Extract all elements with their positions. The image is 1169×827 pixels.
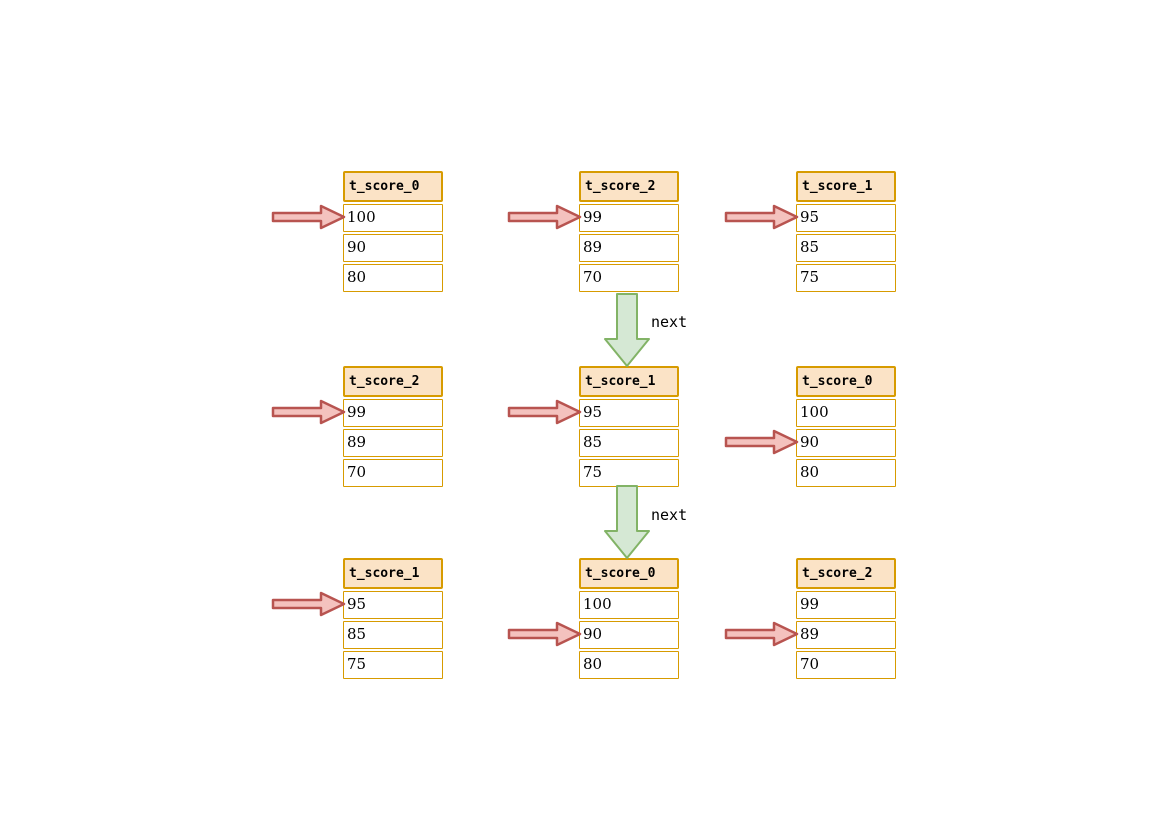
table-cell: 85 xyxy=(343,621,443,649)
table-title: t_score_1 xyxy=(579,366,679,397)
table-cell: 89 xyxy=(796,621,896,649)
table-cell: 100 xyxy=(343,204,443,232)
table-cell: 80 xyxy=(343,264,443,292)
table-r3c3-t_score_2: t_score_2 99 89 70 xyxy=(796,558,896,681)
table-cell: 75 xyxy=(796,264,896,292)
table-title: t_score_2 xyxy=(343,366,443,397)
table-r3c2-t_score_0: t_score_0 100 90 80 xyxy=(579,558,679,681)
table-title: t_score_2 xyxy=(796,558,896,589)
table-cell: 70 xyxy=(579,264,679,292)
table-cell: 70 xyxy=(796,651,896,679)
table-cell: 95 xyxy=(579,399,679,427)
table-cell: 100 xyxy=(796,399,896,427)
table-r1c1-t_score_0: t_score_0 100 90 80 xyxy=(343,171,443,294)
next-label: next xyxy=(651,313,688,331)
table-cell: 95 xyxy=(343,591,443,619)
table-cell: 99 xyxy=(796,591,896,619)
table-r2c2-t_score_1: t_score_1 95 85 75 xyxy=(579,366,679,489)
table-cell: 90 xyxy=(343,234,443,262)
table-cell: 75 xyxy=(343,651,443,679)
row-pointer-arrow-icon xyxy=(724,429,799,455)
row-pointer-arrow-icon xyxy=(724,204,799,230)
table-title: t_score_0 xyxy=(343,171,443,202)
table-cell: 95 xyxy=(796,204,896,232)
table-r1c3-t_score_1: t_score_1 95 85 75 xyxy=(796,171,896,294)
row-pointer-arrow-icon xyxy=(724,621,799,647)
table-cell: 75 xyxy=(579,459,679,487)
row-pointer-arrow-icon xyxy=(271,591,346,617)
table-r2c1-t_score_2: t_score_2 99 89 70 xyxy=(343,366,443,489)
table-cell: 99 xyxy=(579,204,679,232)
next-arrow-icon xyxy=(604,485,650,559)
table-title: t_score_0 xyxy=(796,366,896,397)
table-cell: 90 xyxy=(796,429,896,457)
table-cell: 85 xyxy=(796,234,896,262)
table-r2c3-t_score_0: t_score_0 100 90 80 xyxy=(796,366,896,489)
table-cell: 70 xyxy=(343,459,443,487)
row-pointer-arrow-icon xyxy=(507,621,582,647)
table-title: t_score_2 xyxy=(579,171,679,202)
table-cell: 80 xyxy=(579,651,679,679)
table-r3c1-t_score_1: t_score_1 95 85 75 xyxy=(343,558,443,681)
row-pointer-arrow-icon xyxy=(507,204,582,230)
table-title: t_score_1 xyxy=(343,558,443,589)
table-r1c2-t_score_2: t_score_2 99 89 70 xyxy=(579,171,679,294)
row-pointer-arrow-icon xyxy=(271,204,346,230)
next-label: next xyxy=(651,506,688,524)
table-cell: 89 xyxy=(343,429,443,457)
row-pointer-arrow-icon xyxy=(271,399,346,425)
table-title: t_score_1 xyxy=(796,171,896,202)
next-arrow-icon xyxy=(604,293,650,367)
table-title: t_score_0 xyxy=(579,558,679,589)
table-cell: 89 xyxy=(579,234,679,262)
table-cell: 85 xyxy=(579,429,679,457)
table-cell: 80 xyxy=(796,459,896,487)
table-cell: 90 xyxy=(579,621,679,649)
table-cell: 99 xyxy=(343,399,443,427)
row-pointer-arrow-icon xyxy=(507,399,582,425)
table-cell: 100 xyxy=(579,591,679,619)
